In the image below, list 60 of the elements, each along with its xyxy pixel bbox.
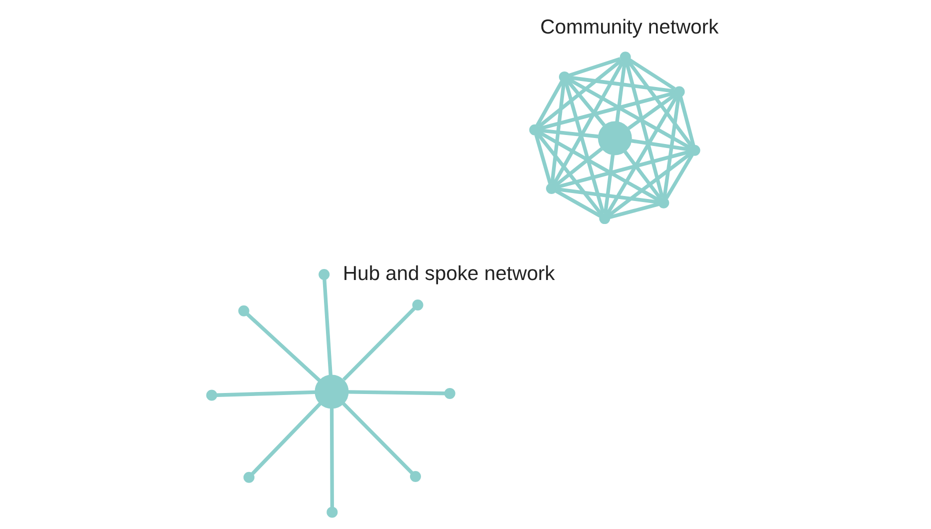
- node-circle: [688, 144, 700, 156]
- connector: [623, 150, 662, 200]
- connector: [626, 60, 693, 148]
- node-circle: [412, 299, 423, 310]
- node-circle: [658, 197, 669, 208]
- label: Hub and spoke network: [342, 262, 554, 285]
- connector: [564, 81, 604, 214]
- connector: [624, 62, 664, 198]
- connector: [568, 57, 620, 78]
- connector: [342, 402, 413, 474]
- connector: [603, 154, 614, 214]
- connector: [630, 138, 690, 152]
- node-circle: [619, 52, 630, 63]
- node-circle: [238, 305, 249, 316]
- connector: [342, 307, 415, 381]
- connector: [554, 147, 602, 187]
- connector: [608, 202, 659, 219]
- connector: [537, 59, 622, 128]
- node-circle: [314, 374, 348, 409]
- connector: [628, 58, 676, 90]
- connector: [538, 130, 660, 202]
- node-circle: [673, 86, 684, 98]
- connector: [556, 187, 658, 204]
- connector: [246, 313, 320, 382]
- connector: [554, 189, 601, 218]
- connector: [556, 150, 690, 189]
- connector: [678, 96, 695, 146]
- connector: [662, 96, 680, 198]
- node-circle: [206, 390, 217, 401]
- connector: [539, 128, 598, 138]
- connector: [607, 152, 692, 217]
- node-circle: [318, 268, 330, 280]
- connector: [568, 76, 674, 93]
- node-circle: [598, 213, 610, 224]
- connector: [664, 154, 694, 200]
- connector: [566, 80, 606, 126]
- node-circle: [597, 121, 632, 156]
- node-circle: [326, 506, 338, 518]
- connector: [552, 60, 624, 185]
- connector: [614, 62, 626, 122]
- node-circle: [444, 388, 455, 399]
- connector: [605, 95, 678, 215]
- connector: [322, 279, 332, 376]
- connector: [534, 134, 552, 184]
- node-circle: [242, 472, 254, 483]
- connector: [329, 408, 334, 507]
- label: Community network: [540, 16, 718, 38]
- connector: [250, 402, 322, 475]
- node-circle: [409, 471, 420, 482]
- node-circle: [546, 182, 557, 194]
- connector: [550, 82, 566, 184]
- connector: [348, 390, 444, 396]
- connector: [568, 78, 690, 150]
- connector: [627, 93, 676, 130]
- connector: [535, 80, 564, 126]
- connector: [538, 91, 674, 130]
- connector: [536, 132, 602, 216]
- node-circle: [528, 124, 540, 136]
- node-circle: [558, 71, 570, 82]
- connector: [216, 390, 315, 397]
